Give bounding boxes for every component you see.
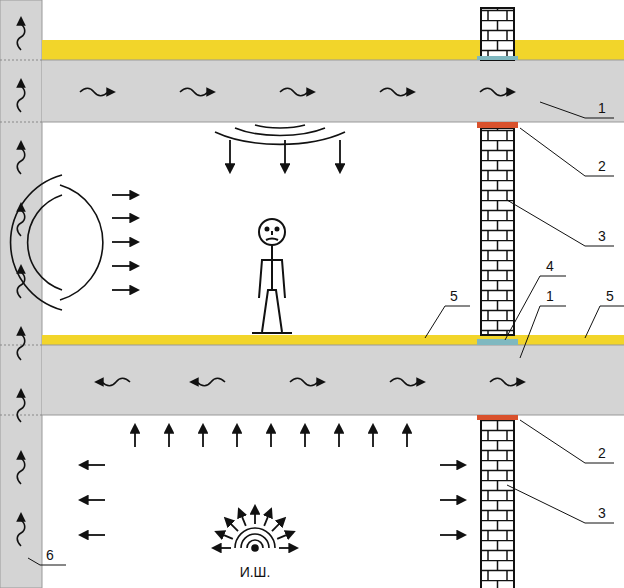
callout-number: 1 [598, 100, 606, 116]
sound-arrow [236, 425, 238, 447]
callout-number: 1 [546, 288, 554, 304]
sound-arrow [372, 425, 374, 447]
brick-wall [481, 8, 514, 588]
vibration-arrow [96, 378, 130, 386]
sound-arrow [213, 547, 231, 549]
sound-arrow [202, 425, 204, 447]
callout-number: 2 [598, 445, 606, 461]
callout-number: 3 [598, 505, 606, 521]
vibration-arrow [191, 378, 225, 386]
sound-waves [11, 125, 345, 310]
callout-number: 6 [46, 547, 54, 563]
vibration-arrow [17, 452, 25, 484]
sound-arrow [134, 425, 136, 447]
sound-arrow [406, 425, 408, 447]
energy-arrows [17, 18, 524, 548]
side-wall [0, 0, 42, 588]
elastic-pad [477, 339, 518, 345]
sound-arrow [229, 140, 231, 172]
sound-arrow [112, 217, 138, 219]
sound-arrow [239, 509, 246, 526]
callout-number: 4 [546, 258, 554, 274]
sound-arrow [338, 425, 340, 447]
vibration-arrow [280, 88, 314, 96]
vibration-arrow [17, 204, 25, 236]
sound-arrow [440, 499, 465, 501]
sound-arrow [80, 464, 105, 466]
sound-arrow [112, 194, 138, 196]
sound-arrow [284, 140, 286, 172]
leader-line [28, 102, 624, 565]
callout-number: 2 [598, 158, 606, 174]
sound-arrow [264, 509, 271, 526]
vibration-arrow [17, 514, 25, 546]
floor-slab [42, 345, 624, 415]
sound-arrow [440, 464, 465, 466]
vibration-arrow [390, 378, 424, 386]
floor-layer [42, 335, 624, 345]
sound-arrow [339, 140, 341, 172]
vibration-arrow [480, 88, 514, 96]
sound-arrow [272, 518, 285, 531]
sound-arrow [270, 425, 272, 447]
vibration-arrow [17, 18, 25, 50]
vibration-arrow [290, 378, 324, 386]
vibration-arrow [380, 88, 414, 96]
sound-arrow [112, 289, 138, 291]
source-label: И.Ш. [240, 564, 271, 580]
sound-arrow [440, 534, 465, 536]
vibration-arrow [17, 328, 25, 360]
elastic-pad [477, 415, 518, 420]
person [252, 219, 292, 333]
sound-arrow [279, 547, 297, 549]
sound-arrow [80, 534, 105, 536]
sound-arrow [304, 425, 306, 447]
sound-arrow [254, 506, 256, 524]
vibration-arrow [490, 378, 524, 386]
sound-arrow [277, 532, 294, 539]
elastic-pad [477, 122, 518, 128]
vibration-arrow [17, 142, 25, 174]
callout-number: 3 [598, 228, 606, 244]
callout-number: 5 [450, 288, 458, 304]
sound-arrow [80, 499, 105, 501]
elastic-pad [477, 56, 518, 60]
sound-arrow [112, 241, 138, 243]
noise-source [235, 528, 275, 551]
sound-arrow [112, 265, 138, 267]
vibration-arrow [17, 266, 25, 298]
vibration-arrow [17, 390, 25, 422]
sound-arrow [225, 518, 238, 531]
callout-number: 5 [606, 288, 614, 304]
sound-arrow [168, 425, 170, 447]
vibration-arrow [17, 80, 25, 112]
floor-slab [42, 60, 624, 122]
sound-arrow [216, 532, 233, 539]
vibration-arrow [180, 88, 214, 96]
floor-layer [42, 40, 624, 60]
vibration-arrow [80, 88, 114, 96]
